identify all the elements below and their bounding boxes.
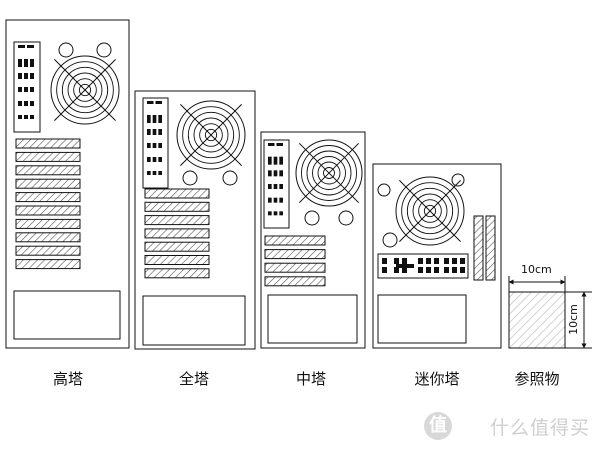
reference-width-label: 10cm [521, 263, 552, 276]
expansion-slot [144, 241, 210, 252]
screw-hole [182, 170, 198, 186]
label-mid-tower: 中塔 [295, 370, 326, 388]
expansion-slot [15, 245, 81, 256]
expansion-slot [15, 165, 81, 176]
screw-hole [451, 173, 465, 187]
fan-icon [395, 176, 465, 246]
reference-height-label: 10cm [566, 304, 580, 335]
expansion-slot [15, 259, 81, 270]
fan-icon [295, 139, 363, 207]
io-panel [263, 139, 290, 229]
reference-square [508, 276, 592, 349]
screw-hole [96, 42, 112, 58]
tower-case-big-tower [134, 90, 256, 350]
expansion-slot [264, 262, 326, 273]
drive-bay [13, 290, 121, 340]
label-mini-tower: 迷你塔 [414, 370, 460, 388]
screw-hole [304, 210, 320, 226]
expansion-slot [15, 151, 81, 162]
screw-hole [338, 210, 354, 226]
screw-hole [377, 183, 391, 197]
tower-case-mid-tower [260, 131, 366, 349]
label-full-tower: 高塔 [52, 370, 83, 388]
expansion-slot [15, 205, 81, 216]
expansion-slot [15, 138, 81, 149]
expansion-slot [144, 201, 210, 212]
expansion-slot [485, 215, 496, 281]
tower-case-full-tower [5, 19, 130, 349]
io-panel [142, 97, 169, 189]
drive-bay [377, 294, 467, 344]
expansion-slot [15, 232, 81, 243]
io-panel [377, 253, 469, 279]
drive-bay [142, 295, 246, 346]
expansion-slot [473, 215, 484, 281]
watermark: 什么值得买 [489, 417, 590, 439]
watermark-badge-icon: 值 [424, 412, 452, 440]
expansion-slot [15, 192, 81, 203]
fan-icon [176, 100, 246, 170]
expansion-slot [144, 188, 210, 199]
expansion-slot [264, 235, 326, 246]
io-panel [13, 41, 41, 133]
expansion-slot [264, 276, 326, 287]
expansion-slot [264, 249, 326, 260]
expansion-slot [144, 268, 210, 279]
expansion-slot [144, 255, 210, 265]
label-reference: 参照物 [514, 370, 560, 388]
screw-hole [382, 232, 398, 248]
tower-case-mini-tower [372, 163, 502, 349]
expansion-slot [15, 178, 81, 189]
expansion-slot [15, 218, 81, 229]
screw-hole [222, 170, 238, 186]
expansion-slot [144, 215, 210, 226]
screw-hole [58, 42, 74, 58]
fan-icon [50, 55, 120, 125]
expansion-slot [144, 228, 210, 239]
label-big-tower: 全塔 [178, 370, 209, 388]
drive-bay [267, 294, 358, 344]
